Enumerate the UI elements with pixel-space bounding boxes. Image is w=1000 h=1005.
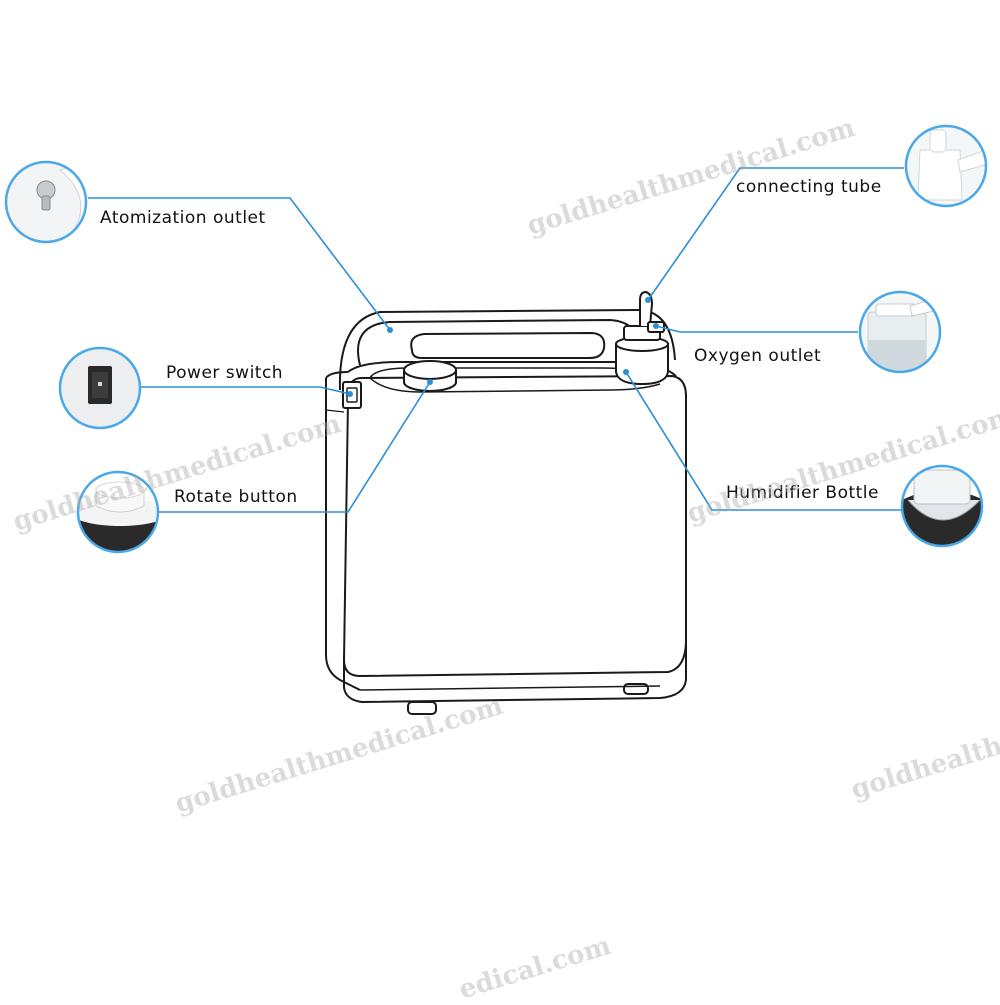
label-connecting-tube: connecting tube bbox=[736, 177, 882, 197]
label-atomization-outlet: Atomization outlet bbox=[100, 208, 266, 228]
rotate-button-knob bbox=[403, 360, 457, 392]
humidifier-bottle-device bbox=[615, 290, 669, 386]
label-power-switch: Power switch bbox=[166, 363, 284, 383]
callout-connecting-tube bbox=[904, 124, 988, 208]
label-oxygen-outlet: Oxygen outlet bbox=[694, 346, 822, 366]
callout-oxygen-outlet bbox=[858, 290, 942, 374]
callout-power-switch bbox=[58, 346, 142, 430]
callout-rotate-button bbox=[76, 470, 160, 554]
label-humidifier-bottle: Humidifier Bottle bbox=[726, 483, 879, 503]
leader-lines bbox=[88, 167, 904, 513]
callout-humidifier-bottle bbox=[900, 464, 984, 548]
leader-dots bbox=[347, 297, 659, 397]
label-rotate-button: Rotate button bbox=[174, 487, 298, 507]
concentrator-body bbox=[325, 309, 687, 715]
callout-atomization-outlet bbox=[4, 160, 88, 244]
